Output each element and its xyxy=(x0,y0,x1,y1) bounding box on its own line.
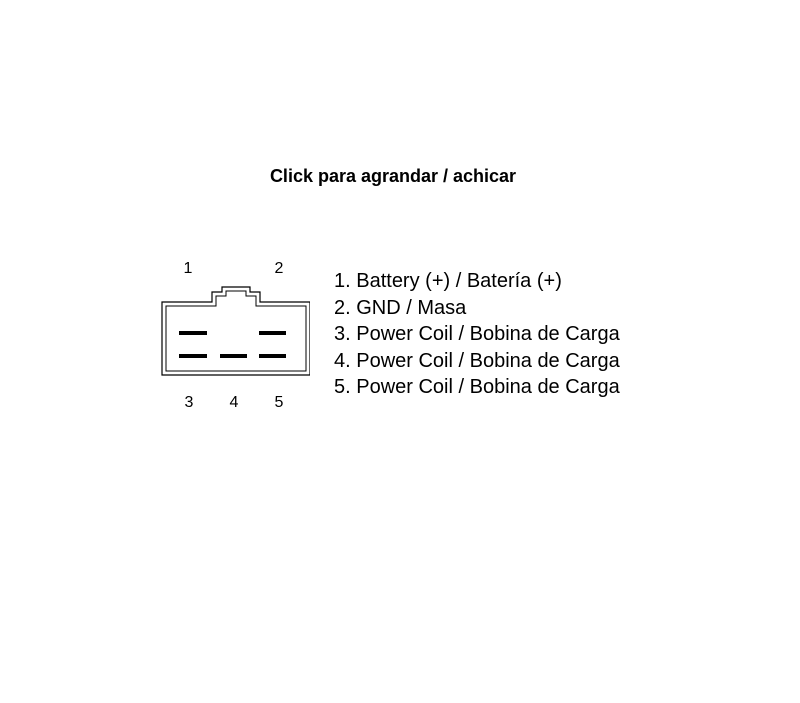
pin-label-1: 1 xyxy=(184,260,193,277)
terminal-blade-5 xyxy=(259,354,286,358)
connector-housing-outer xyxy=(161,286,310,376)
legend-item: 4. Power Coil / Bobina de Carga xyxy=(334,349,620,372)
terminal-blade-2 xyxy=(259,331,286,335)
pin-label-2: 2 xyxy=(275,260,284,277)
legend-item: 1. Battery (+) / Batería (+) xyxy=(334,270,562,292)
terminal-blade-1 xyxy=(179,331,207,335)
pinout-legend: 1. Battery (+) / Batería (+) 2. GND / Ma… xyxy=(334,268,620,401)
connector-housing-inner xyxy=(165,290,307,372)
terminal-blade-3 xyxy=(179,354,207,358)
pin-label-3: 3 xyxy=(185,394,194,411)
legend-item: 3. Power Coil / Bobina de Carga xyxy=(334,323,620,345)
terminal-blade-4 xyxy=(220,354,247,358)
legend-item: 2. GND / Masa xyxy=(334,296,467,319)
pin-label-5: 5 xyxy=(275,394,284,411)
connector-diagram: 1 2 3 4 5 xyxy=(161,260,310,411)
zoom-toggle-link[interactable]: Click para agrandar / achicar xyxy=(269,166,517,186)
pin-label-4: 4 xyxy=(230,394,239,411)
legend-item: 5. Power Coil / Bobina de Carga xyxy=(334,376,620,398)
